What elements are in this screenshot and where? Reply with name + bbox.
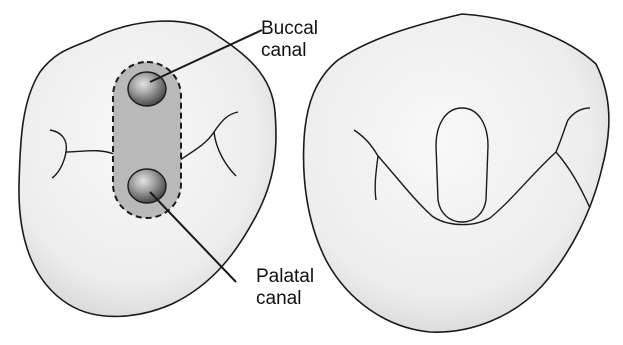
palatal-canal-orifice — [128, 169, 166, 203]
buccal-canal-label-line2: canal — [261, 40, 318, 62]
palatal-canal-label-line2: canal — [256, 288, 314, 310]
buccal-canal-label: Buccal canal — [261, 18, 318, 62]
palatal-canal-label: Palatal canal — [256, 266, 314, 310]
right-tooth-outline — [304, 14, 609, 332]
palatal-canal-label-line1: Palatal — [256, 266, 314, 288]
buccal-canal-label-line1: Buccal — [261, 18, 318, 40]
